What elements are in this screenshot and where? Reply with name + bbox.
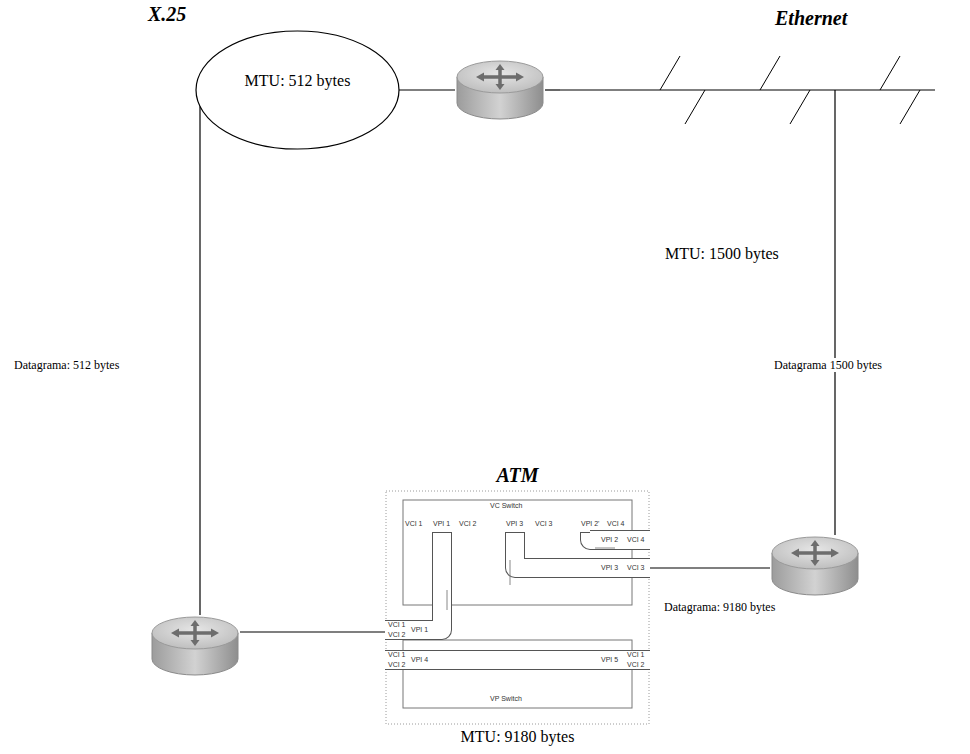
switch-port-label: VCI 4 bbox=[627, 536, 645, 544]
switch-port-label: VC Switch bbox=[490, 502, 522, 510]
router-icon bbox=[770, 535, 860, 597]
network-link bbox=[240, 631, 385, 632]
mtu-label: MTU: 1500 bytes bbox=[665, 245, 779, 263]
switch-port-label: VCI 1 bbox=[388, 621, 406, 629]
ether-outline bbox=[560, 20, 945, 110]
network-title: Ethernet bbox=[775, 6, 847, 30]
switch-port-label: VPI 2' bbox=[581, 520, 599, 528]
switch-port-label: VCI 2 bbox=[388, 631, 406, 639]
network-link bbox=[545, 89, 560, 90]
switch-port-label: VCI 2 bbox=[388, 661, 406, 669]
switch-port-label: VP Switch bbox=[490, 695, 522, 703]
mtu-label: MTU: 9180 bytes bbox=[385, 728, 650, 746]
ellipse-outline bbox=[195, 30, 400, 150]
switch-port-label: VPI 4 bbox=[411, 656, 428, 664]
network-link bbox=[834, 110, 835, 535]
switch-port-label: VPI 1 bbox=[411, 626, 428, 634]
network-link bbox=[399, 89, 455, 90]
switch-port-label: VCI 1 bbox=[388, 651, 406, 659]
switch-port-label: VPI 3 bbox=[506, 520, 523, 528]
x25-network-ellipse: X.25MTU: 512 bytes bbox=[195, 30, 400, 150]
switch-port-label: VPI 1 bbox=[433, 520, 450, 528]
switch-port-label: VCI 2 bbox=[459, 520, 477, 528]
router-outline bbox=[150, 615, 240, 677]
network-link bbox=[650, 567, 770, 568]
ethernet-bus: EthernetMTU: 1500 bytes bbox=[560, 20, 945, 110]
router-icon bbox=[150, 615, 240, 677]
mtu-label: MTU: 512 bytes bbox=[195, 72, 400, 90]
datagram-size-label: Datagrama: 512 bytes bbox=[12, 358, 121, 372]
switch-port-label: VPI 2 bbox=[601, 536, 618, 544]
switch-port-label: VPI 3 bbox=[601, 564, 618, 572]
switch-port-label: VCI 4 bbox=[607, 520, 625, 528]
network-link bbox=[199, 106, 200, 615]
switch-port-label: VCI 1 bbox=[627, 651, 645, 659]
switch-port-label: VPI 5 bbox=[601, 656, 618, 664]
switch-port-label: VCI 1 bbox=[405, 520, 423, 528]
router-outline bbox=[455, 59, 545, 121]
switch-port-label: VCI 3 bbox=[535, 520, 553, 528]
network-title: ATM bbox=[385, 463, 650, 487]
network-title: X.25 bbox=[148, 2, 186, 26]
datagram-size-label: Datagrama: 9180 bytes bbox=[662, 600, 777, 614]
datagram-size-label: Datagrama 1500 bytes bbox=[772, 358, 884, 372]
router-icon bbox=[455, 59, 545, 121]
switch-port-label: VCI 3 bbox=[627, 564, 645, 572]
router-outline bbox=[770, 535, 860, 597]
switch-port-label: VCI 2 bbox=[627, 661, 645, 669]
